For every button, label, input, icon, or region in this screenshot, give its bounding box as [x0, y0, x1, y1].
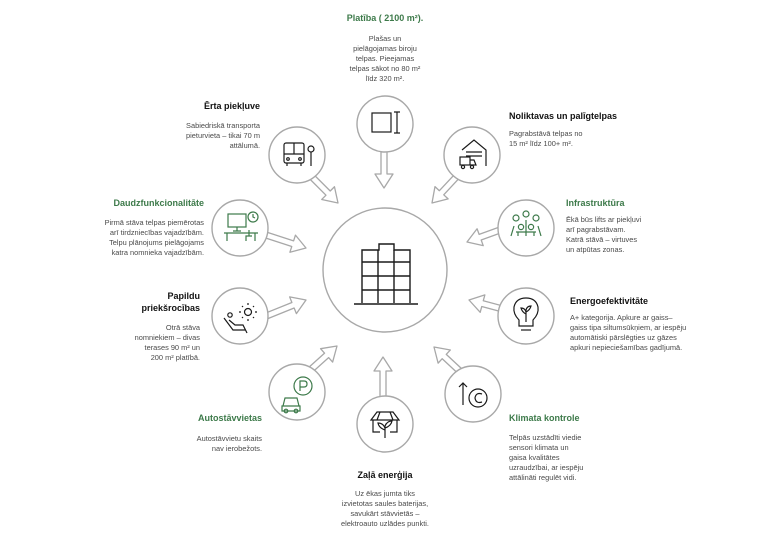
desc-line: izvietotas saules baterijas,: [341, 499, 429, 508]
feature-title: Daudzfunkcionalitāte: [113, 198, 204, 208]
climate-icon: [458, 382, 488, 408]
desc-line: gaiss tipa siltumsūkņiem, ar iespēju: [570, 323, 687, 332]
desc-line: telpas sākot no 80 m²: [349, 64, 421, 73]
lightbulb-leaf-icon: [513, 297, 539, 331]
desc-line: Telpās uzstādīti viedie: [509, 433, 582, 442]
desc-line: automātiski pārslēgties uz gāzes: [570, 333, 677, 342]
solar-plant-icon: [369, 411, 401, 438]
desc-line: Katrā stāvā – virtuves: [566, 235, 638, 244]
workspace-icon: [224, 211, 259, 241]
desc-line: Pirmā stāva telpas piemērotas: [104, 218, 204, 227]
feature-title: Ērta piekļuve: [203, 101, 260, 111]
storage-icon: [459, 139, 487, 170]
desc-line: Otrā stāva: [165, 323, 200, 332]
desc-line: terases 90 m² un: [144, 343, 200, 352]
desc-line: Uz ēkas jumta tiks: [355, 489, 415, 498]
desc-line: gaisa kvalitātes: [509, 453, 560, 462]
feature-description: Otrā stāva nomniekiem – divas terases 90…: [90, 323, 200, 363]
feature-green-energy: Zaļā enerģija Uz ēkas jumta tiks izvieto…: [305, 469, 465, 529]
desc-line: attālināti regulēt vidi.: [509, 473, 577, 482]
desc-line: savukārt stāvvietās –: [350, 509, 420, 518]
feature-easy-access: Ērta piekļuve Sabiedriskā transporta pie…: [130, 100, 260, 151]
desc-line: nomniekiem – divas: [134, 333, 200, 342]
desc-line: arī tirdzniecības vajadzībām.: [109, 228, 204, 237]
feature-description: Sabiedriskā transporta pieturvieta – tik…: [130, 121, 260, 151]
desc-line: līdz 320 m².: [365, 74, 405, 83]
desc-line: 15 m² līdz 100+ m².: [509, 139, 573, 148]
feature-description: Telpās uzstādīti viedie sensori klimata …: [509, 433, 639, 483]
desc-line: pielāgojamas biroju: [353, 44, 417, 53]
feature-description: Uz ēkas jumta tiks izvietotas saules bat…: [305, 489, 465, 529]
desc-line: pieturvieta – tikai 70 m: [186, 131, 260, 140]
icon-circles: [211, 95, 555, 453]
feature-multifunctionality: Daudzfunkcionalitāte Pirmā stāva telpas …: [60, 197, 204, 258]
feature-title-line2: priekšrocības: [141, 303, 200, 313]
feature-description: Plašas un pielāgojamas biroju telpas. Pi…: [305, 34, 465, 84]
feature-description: A+ kategorija. Apkure ar gaiss– gaiss ti…: [570, 313, 750, 353]
desc-line: elektroauto uzlādes punkti.: [341, 519, 429, 528]
desc-line: telpas. Pieejamas: [355, 54, 415, 63]
feature-title: Infrastruktūra: [566, 198, 625, 208]
feature-energy: Energoefektivitāte A+ kategorija. Apkure…: [570, 295, 750, 353]
desc-line: Telpu plānojums pielāgojams: [109, 238, 204, 247]
desc-line: 200 m² platībā.: [150, 353, 200, 362]
desc-line: katra nomnieka vajadzībām.: [111, 248, 204, 257]
desc-line: Ēkā būs lifts ar piekļuvi: [566, 215, 642, 224]
lounge-sun-icon: [223, 303, 257, 334]
feature-title: Platība ( 2100 m²).: [346, 13, 424, 23]
desc-line: Sabiedriskā transporta: [186, 121, 260, 130]
desc-line: nav ierobežots.: [211, 444, 262, 453]
feature-title: Klimata kontrole: [509, 413, 580, 423]
feature-title: Papildu: [167, 291, 200, 301]
feature-description: Pirmā stāva telpas piemērotas arī tirdzn…: [60, 218, 204, 258]
desc-line: apkuri nepieciešamības gadījumā.: [570, 343, 683, 352]
desc-line: attālumā.: [229, 141, 260, 150]
desc-line: un atpūtas zonas.: [566, 245, 625, 254]
feature-infrastructure: Infrastruktūra Ēkā būs lifts ar piekļuvi…: [566, 197, 696, 255]
feature-title: Noliktavas un palīgtelpas: [509, 111, 618, 121]
area-icon: [371, 111, 400, 134]
bus-stop-icon: [283, 142, 315, 166]
desc-line: Plašas un: [368, 34, 402, 43]
building-icon: [354, 243, 418, 305]
desc-line: sensori klimata un: [509, 443, 569, 452]
center-circle: [322, 207, 448, 333]
feature-climate: Klimata kontrole Telpās uzstādīti viedie…: [509, 412, 639, 483]
parking-icon: [281, 376, 313, 414]
desc-line: arī pagrabstāvam.: [566, 225, 626, 234]
desc-line: Pagrabstāvā telpas no: [509, 129, 583, 138]
desc-line: A+ kategorija. Apkure ar gaiss–: [570, 313, 673, 322]
desc-line: uzraudzībai, ar iespēju: [509, 463, 584, 472]
feature-storage: Noliktavas un palīgtelpas Pagrabstāvā te…: [509, 110, 649, 149]
infrastructure-icon: [510, 210, 542, 237]
feature-title: Zaļā enerģija: [357, 470, 413, 480]
feature-area: Platība ( 2100 m²). Plašas un pielāgojam…: [305, 12, 465, 84]
feature-title: Energoefektivitāte: [570, 296, 649, 306]
desc-line: Autostāvvietu skaits: [196, 434, 262, 443]
feature-description: Autostāvvietu skaits nav ierobežots.: [120, 434, 262, 454]
feature-parking: Autostāvvietas Autostāvvietu skaits nav …: [120, 412, 262, 454]
feature-description: Pagrabstāvā telpas no 15 m² līdz 100+ m²…: [509, 129, 649, 149]
feature-extra-advantages: Papildu priekšrocības Otrā stāva nomniek…: [90, 290, 200, 363]
feature-description: Ēkā būs lifts ar piekļuvi arī pagrabstāv…: [566, 215, 696, 255]
feature-title: Autostāvvietas: [197, 413, 262, 423]
